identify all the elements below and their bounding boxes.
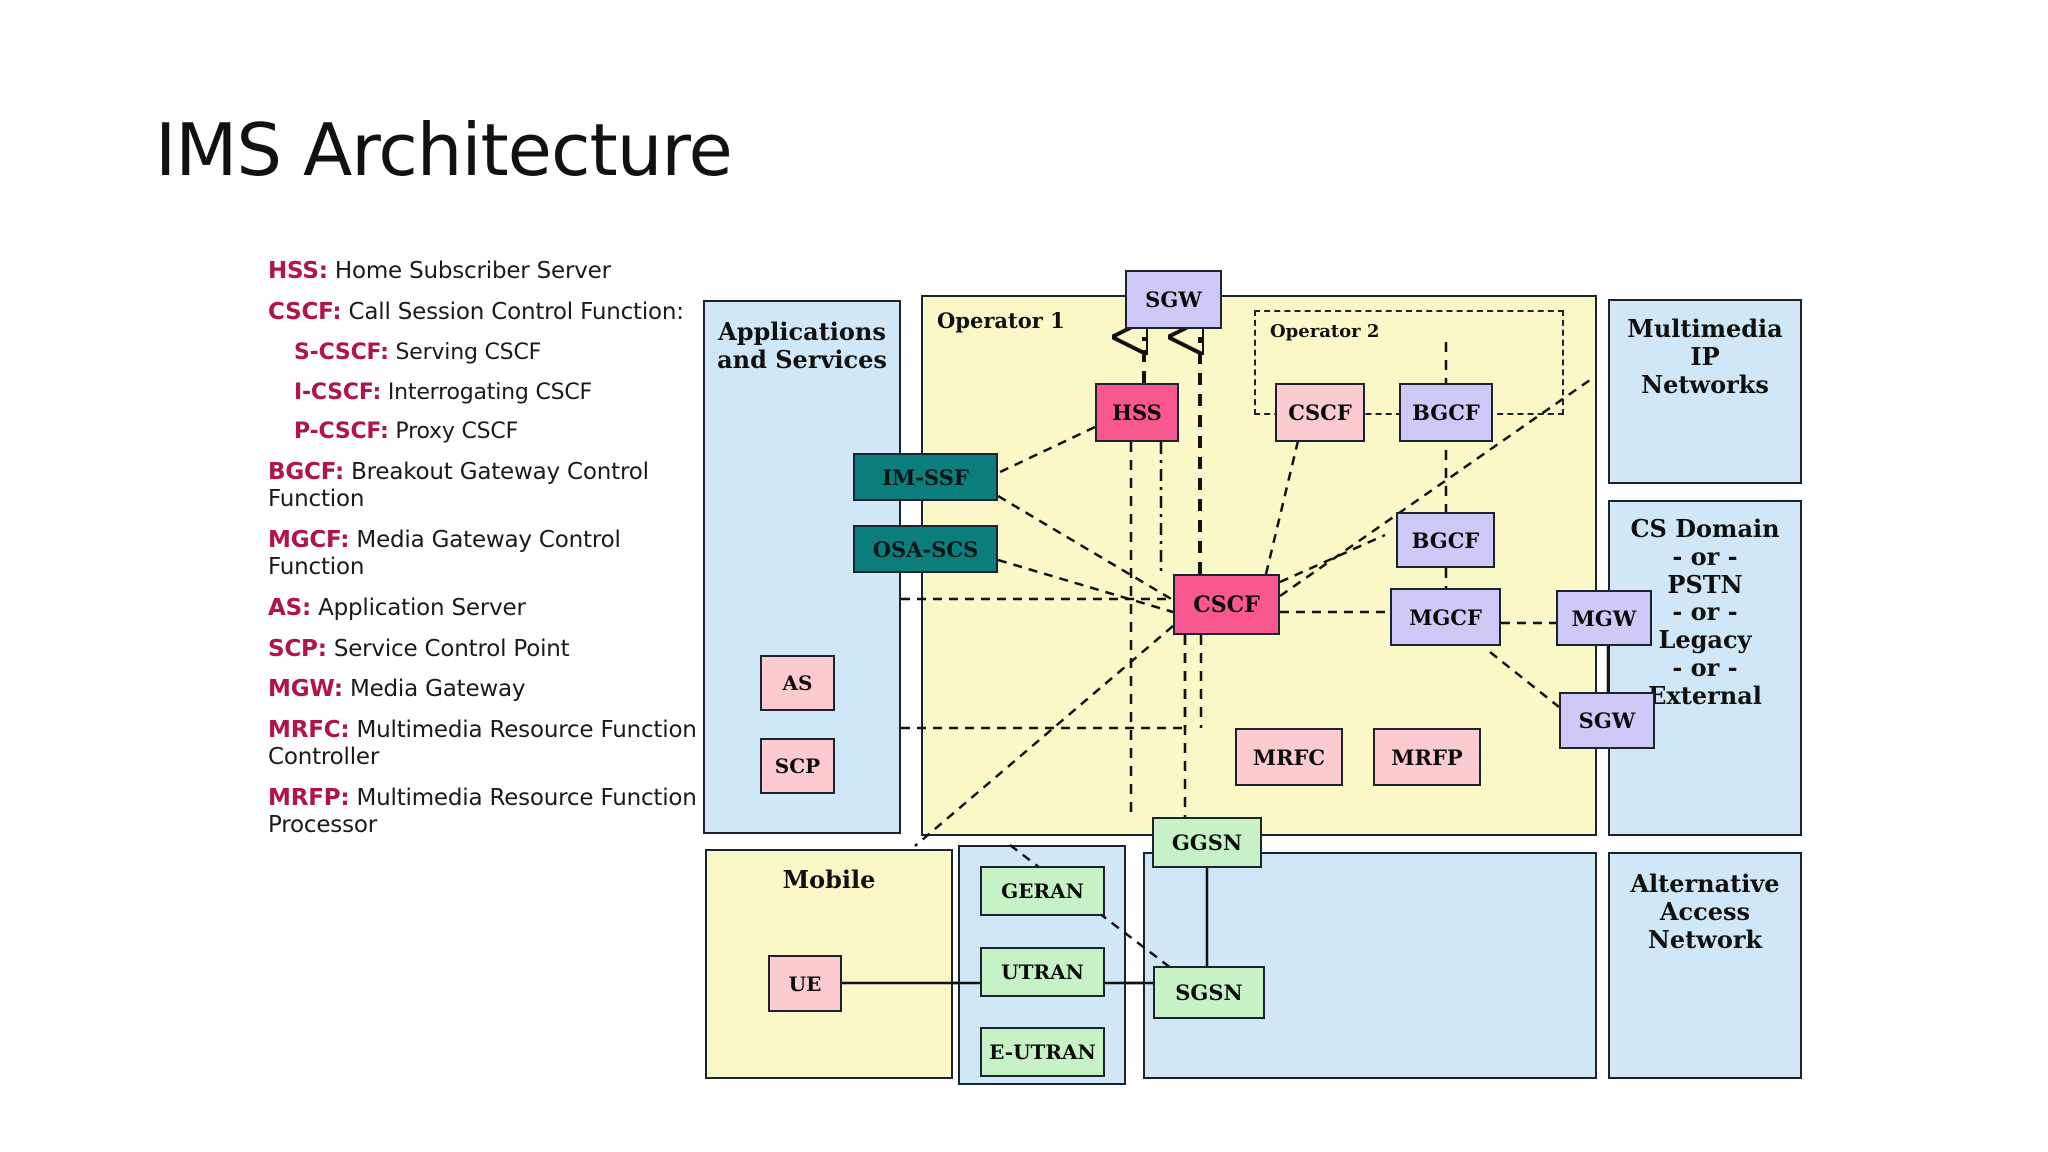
node-cscf[interactable]: CSCF [1173, 574, 1280, 635]
node-geran[interactable]: GERAN [980, 866, 1105, 916]
legend-key: S-CSCF: [294, 339, 389, 365]
node-ggsn[interactable]: GGSN [1152, 817, 1262, 868]
node-label: GGSN [1171, 830, 1243, 855]
node-sgw[interactable]: SGW [1559, 692, 1655, 749]
zone-mobile-label: Mobile [782, 865, 876, 894]
node-label: E-UTRAN [989, 1040, 1096, 1064]
node-sgw-top[interactable]: SGW [1125, 270, 1222, 329]
legend-item-scp: SCP: Service Control Point [268, 636, 708, 663]
node-label: HSS [1112, 400, 1162, 425]
legend-key: BGCF: [268, 459, 344, 486]
node-mgw[interactable]: MGW [1556, 590, 1652, 646]
node-ue[interactable]: UE [768, 955, 842, 1012]
legend-item-p-cscf: P-CSCF: Proxy CSCF [294, 419, 708, 445]
legend-key: I-CSCF: [294, 379, 382, 405]
node-label: UTRAN [1001, 960, 1084, 984]
node-label: IM-SSF [882, 464, 969, 490]
node-label: CSCF [1193, 591, 1260, 618]
legend-item-s-cscf: S-CSCF: Serving CSCF [294, 340, 708, 366]
zone-cs-domain-label: CS Domain - or - PSTN - or - Legacy - or… [1630, 514, 1780, 710]
legend-key: MRFC: [268, 717, 350, 744]
legend-item-mrfc: MRFC: Multimedia Resource Function Contr… [268, 717, 708, 771]
legend-value: Home Subscriber Server [327, 258, 611, 284]
zone-multimedia-ip-networks: Multimedia IP Networks [1608, 299, 1802, 484]
node-label: AS [782, 671, 813, 695]
legend-value: Interrogating CSCF [381, 379, 592, 405]
node-label: UE [788, 971, 822, 996]
node-utran[interactable]: UTRAN [980, 947, 1105, 997]
zone-alternative-access-label: Alternative Access Network [1630, 869, 1780, 954]
node-label: BGCF [1411, 527, 1480, 553]
legend-value: Proxy CSCF [388, 419, 519, 445]
legend-item-mgw: MGW: Media Gateway [268, 676, 708, 703]
legend-key: HSS: [268, 258, 328, 284]
legend-value: Media Gateway Control Function [268, 526, 621, 580]
legend-key: SCP: [268, 635, 327, 662]
legend-key: MGCF: [268, 526, 350, 553]
node-label: SGW [1145, 287, 1202, 312]
legend-value: Multimedia Resource Function Processor [268, 785, 697, 839]
node-label: MRFP [1391, 744, 1463, 770]
node-cscf-operator2[interactable]: CSCF [1275, 383, 1365, 442]
zone-multimedia-ip-label: Multimedia IP Networks [1627, 314, 1783, 399]
legend-key: P-CSCF: [294, 419, 389, 445]
legend-key: MRFP: [268, 785, 350, 812]
legend-item-mgcf: MGCF: Media Gateway Control Function [268, 527, 708, 581]
legend-key: AS: [268, 594, 311, 621]
zone-alternative-access-network: Alternative Access Network [1608, 852, 1802, 1079]
node-label: MRFC [1252, 744, 1326, 770]
node-label: MGCF [1409, 604, 1482, 630]
legend-key: MGW: [268, 676, 343, 703]
legend-value: Multimedia Resource Function Controller [268, 717, 697, 771]
node-label: SGSN [1175, 980, 1243, 1005]
node-mgcf[interactable]: MGCF [1390, 588, 1501, 646]
node-mrfp[interactable]: MRFP [1373, 728, 1481, 786]
node-im-ssf[interactable]: IM-SSF [853, 453, 998, 501]
node-bgcf[interactable]: BGCF [1396, 512, 1495, 568]
node-label: MGW [1571, 605, 1637, 631]
legend-value: Serving CSCF [388, 339, 542, 365]
node-label: SCP [774, 754, 821, 778]
legend-item-as: AS: Application Server [268, 595, 708, 622]
legend-item-hss: HSS: Home Subscriber Server [268, 258, 708, 285]
node-label: OSA-SCS [872, 536, 979, 562]
node-hss[interactable]: HSS [1095, 383, 1179, 442]
zone-applications-label: Applications and Services [717, 317, 887, 374]
node-mrfc[interactable]: MRFC [1235, 728, 1343, 786]
zone-cs-domain: CS Domain - or - PSTN - or - Legacy - or… [1608, 500, 1802, 836]
zone-operator1-label: Operator 1 [937, 308, 1065, 333]
node-scp[interactable]: SCP [760, 738, 835, 794]
legend-value: Call Session Control Function: [341, 298, 685, 325]
legend-item-i-cscf: I-CSCF: Interrogating CSCF [294, 380, 708, 406]
node-e-utran[interactable]: E-UTRAN [980, 1027, 1105, 1077]
legend-value: Application Server [310, 594, 526, 621]
legend-value: Breakout Gateway Control Function [268, 459, 649, 512]
page-title: IMS Architecture [155, 108, 733, 192]
zone-packet-core-network [1143, 852, 1597, 1079]
legend-key: CSCF: [268, 298, 342, 325]
node-label: GERAN [1001, 879, 1084, 903]
legend-item-bgcf: BGCF: Breakout Gateway Control Function [268, 459, 708, 513]
node-osa-scs[interactable]: OSA-SCS [853, 525, 998, 573]
legend-value: Service Control Point [326, 635, 570, 662]
node-sgsn[interactable]: SGSN [1153, 966, 1265, 1019]
node-label: BGCF [1412, 400, 1480, 425]
legend-item-cscf: CSCF: Call Session Control Function: [268, 299, 708, 326]
abbreviation-legend: HSS: Home Subscriber Server CSCF: Call S… [268, 258, 708, 853]
legend-item-mrfp: MRFP: Multimedia Resource Function Proce… [268, 785, 708, 839]
zone-operator2-label: Operator 2 [1270, 321, 1380, 342]
node-label: SGW [1578, 708, 1636, 733]
legend-value: Media Gateway [342, 676, 526, 703]
node-label: CSCF [1288, 400, 1352, 425]
node-as[interactable]: AS [760, 655, 835, 711]
node-bgcf-operator2[interactable]: BGCF [1399, 383, 1493, 442]
